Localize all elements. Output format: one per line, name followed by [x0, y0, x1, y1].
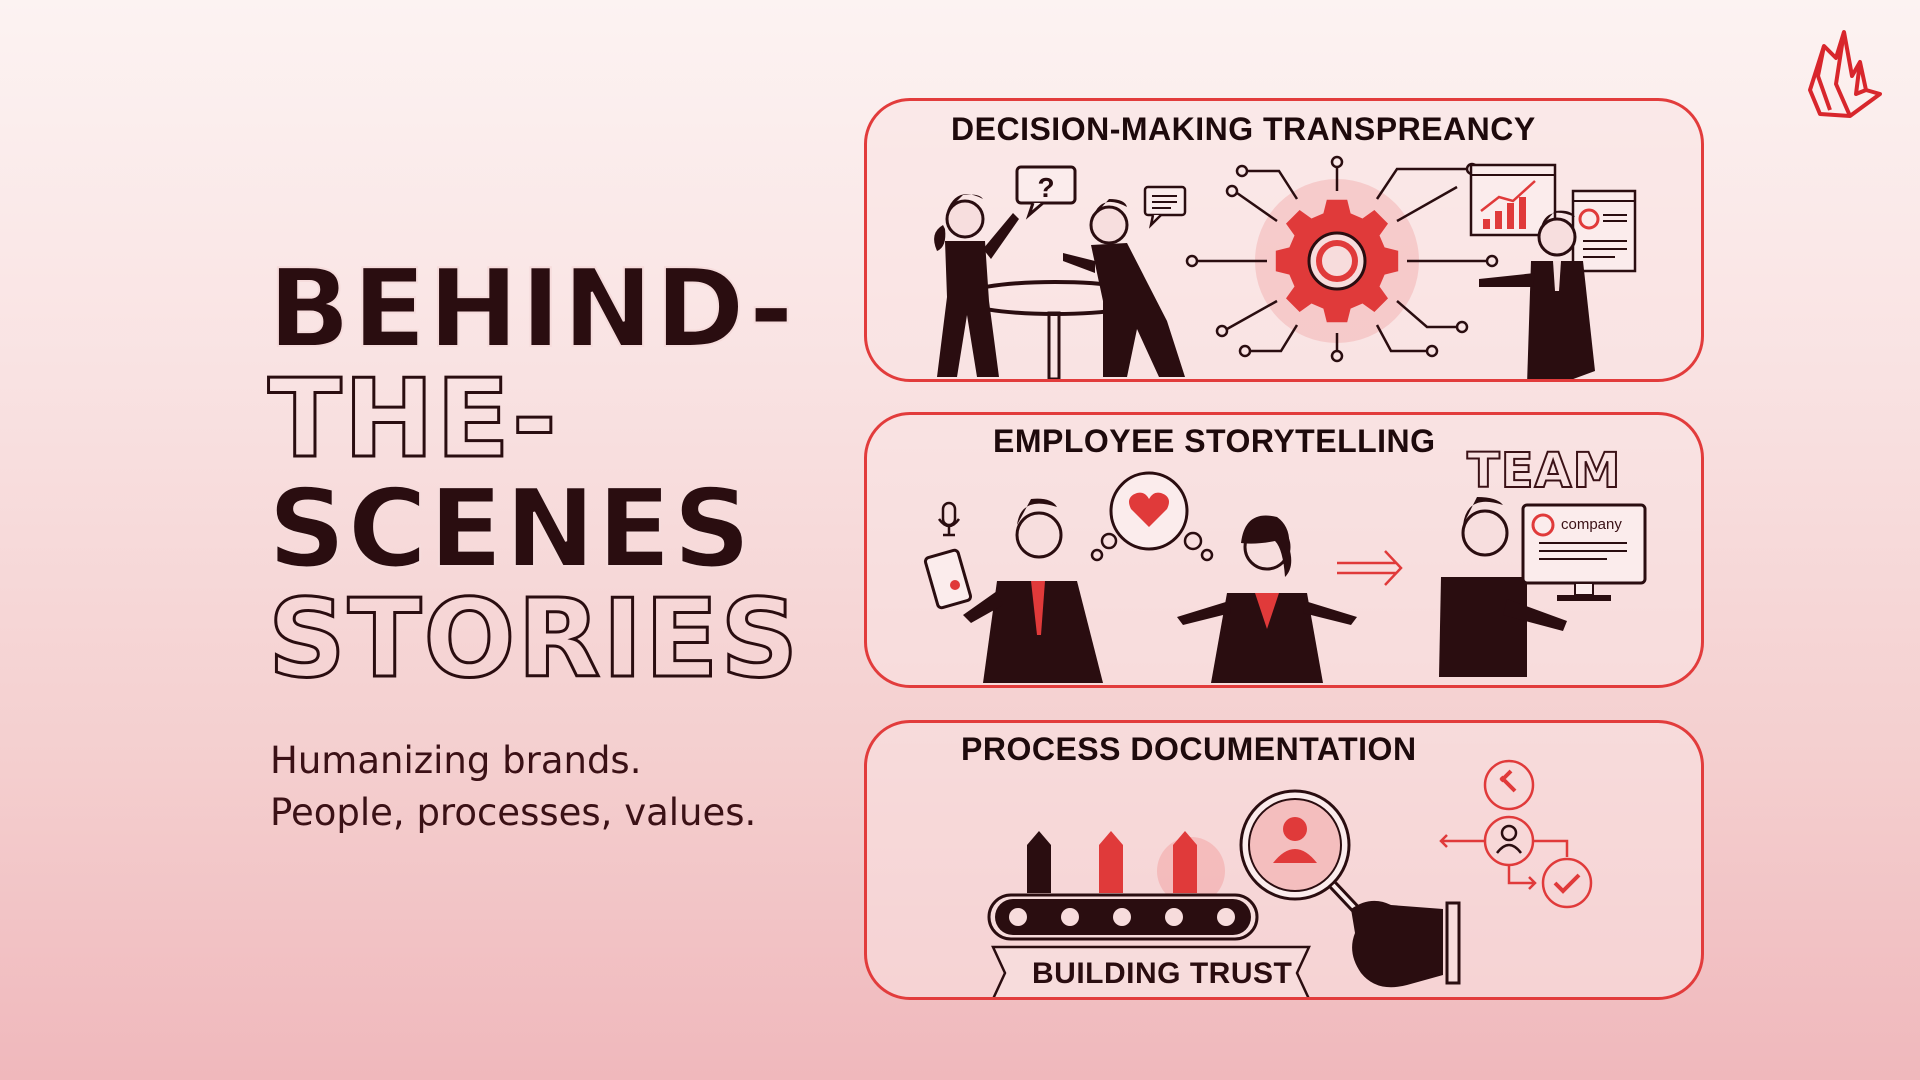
flame-logo-icon	[1808, 30, 1882, 118]
gear-hub-icon	[1185, 155, 1499, 363]
panel-decision-making: DECISION-MAKING TRANSPREANCY ?	[864, 98, 1704, 382]
headline-line-2: THE-	[267, 357, 559, 482]
svg-text:?: ?	[1037, 172, 1054, 203]
building-trust-label: BUILDING TRUST	[1032, 957, 1293, 990]
microphone-icon	[937, 501, 961, 537]
hand-icon	[1351, 900, 1461, 988]
magnifier-user-icon	[1239, 789, 1369, 923]
headline-line-3: SCENES	[267, 467, 753, 592]
process-documentation-illustration	[987, 759, 1593, 997]
man-with-tablet-figure	[963, 498, 1103, 683]
headline: BEHIND- THE- SCENES STORIES	[266, 247, 828, 702]
arrow-up-icon	[1027, 831, 1225, 905]
building-trust-banner	[991, 945, 1311, 997]
woman-shrugging-figure	[1177, 515, 1357, 683]
panel-process-documentation: PROCESS DOCUMENTATION	[864, 720, 1704, 1000]
process-flow-icons	[1439, 759, 1593, 909]
woman-pointing-figure	[934, 194, 1019, 377]
question-speech-bubble-icon: ?	[1015, 165, 1077, 220]
chat-bubble-icon	[1143, 185, 1187, 229]
subtitle-line-1: Humanizing brands.	[270, 739, 642, 782]
headline-line-4: STORIES	[266, 577, 801, 702]
company-screen-label: company	[1561, 516, 1622, 533]
panel-title: PROCESS DOCUMENTATION	[961, 731, 1417, 767]
headline-line-1: BEHIND-	[267, 247, 796, 372]
panel-employee-storytelling: EMPLOYEE STORYTELLING TEAM	[864, 412, 1704, 688]
monitor-icon	[1521, 503, 1647, 601]
conveyor-belt-icon	[987, 893, 1259, 941]
decision-making-illustration: ?	[934, 155, 1637, 379]
pie-chart-document-icon	[1571, 189, 1637, 273]
subtitle-line-2: People, processes, values.	[270, 791, 757, 834]
arrow-right-icon	[1337, 550, 1403, 586]
panel-title: DECISION-MAKING TRANSPREANCY	[951, 111, 1536, 147]
man-holding-monitor-figure	[1439, 497, 1567, 677]
panel-title: EMPLOYEE STORYTELLING	[993, 423, 1436, 459]
tablet-icon	[923, 548, 973, 610]
bar-chart-window-icon	[1469, 163, 1557, 237]
subtitle: Humanizing brands. People, processes, va…	[270, 735, 756, 839]
heart-thought-bubble-icon	[1090, 471, 1214, 562]
employee-storytelling-illustration	[923, 471, 1647, 683]
man-pointing-figure	[1063, 199, 1185, 377]
team-badge: TEAM	[1466, 442, 1622, 500]
presenter-man-figure	[1479, 210, 1595, 379]
